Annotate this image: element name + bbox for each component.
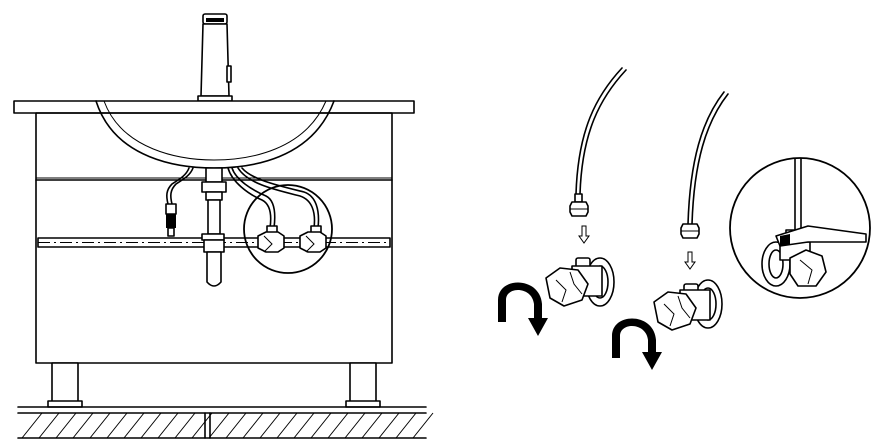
floor-hatch-line xyxy=(344,412,366,439)
floor-hatch-line xyxy=(140,412,162,439)
down-arrow-icon xyxy=(684,251,696,270)
supply-hoses xyxy=(227,167,320,229)
floor-hatch-line xyxy=(225,412,247,439)
detail-circle xyxy=(243,184,333,274)
floor-hatch-line xyxy=(208,412,230,439)
floor-hatch-line xyxy=(242,412,264,439)
wrench-detail-circle xyxy=(729,157,871,299)
floor-hatch-line xyxy=(123,412,145,439)
countertop xyxy=(13,100,415,114)
floor-hatch-line xyxy=(191,412,213,439)
rotate-arrow-icon xyxy=(498,282,548,336)
floor-hatch-line xyxy=(55,412,77,439)
floor-hatch-line xyxy=(276,412,298,439)
drain-trap xyxy=(201,167,227,287)
floor-hatch-line xyxy=(72,412,94,439)
sensor-cable xyxy=(165,167,194,237)
floor-hatch-line xyxy=(310,412,332,439)
floor-hatch-line xyxy=(259,412,281,439)
floor-hatch-line xyxy=(89,412,111,439)
floor-hatch-line xyxy=(38,412,60,439)
cabinet-legs xyxy=(47,362,381,408)
angle-valve-icon xyxy=(653,279,723,331)
floor-hatch-line xyxy=(293,412,315,439)
floor-hatch-line xyxy=(378,412,400,439)
floor-hatch-line xyxy=(327,412,349,439)
angle-valve-icon xyxy=(257,225,285,253)
floor-hatch-line xyxy=(21,412,43,439)
vanity-cabinet xyxy=(13,13,434,439)
wrench-icon xyxy=(775,225,867,247)
floor-hatch-line xyxy=(395,412,417,439)
rotate-arrow-icon xyxy=(612,318,662,370)
down-arrow-icon xyxy=(578,225,590,244)
cabinet-body xyxy=(35,112,393,364)
hose-icon xyxy=(569,67,627,217)
floor-hatch-line xyxy=(174,412,196,439)
floor-hatch xyxy=(17,406,434,439)
angle-valve-icon xyxy=(299,225,327,253)
floor-hatch-line xyxy=(157,412,179,439)
floor-hatch-line xyxy=(106,412,128,439)
hose-icon xyxy=(680,91,729,239)
floor-hatch-line xyxy=(361,412,383,439)
floor-hatch-line xyxy=(412,412,434,439)
angle-valve-icon xyxy=(545,257,615,307)
faucet-icon xyxy=(197,13,233,102)
